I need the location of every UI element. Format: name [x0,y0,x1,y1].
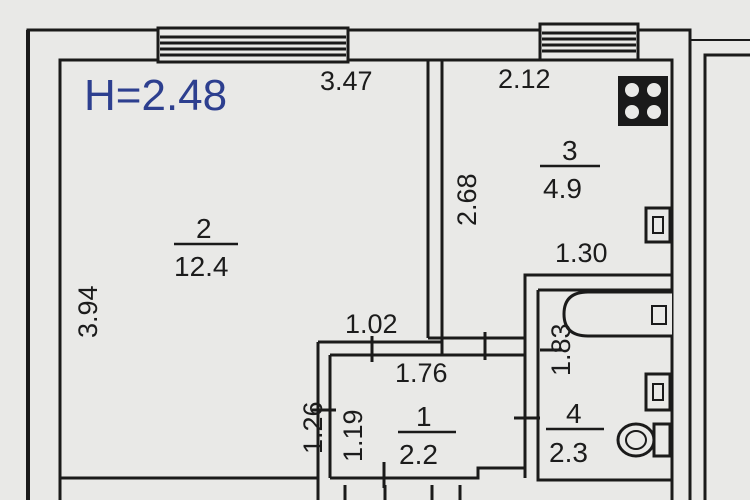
room-4-area: 2.3 [549,437,588,468]
dim-room2-width: 3.47 [320,66,373,96]
sink-icon [644,206,672,244]
room-3-area: 4.9 [543,173,582,204]
washbasin-icon [644,372,672,412]
dimension-ticks [312,332,562,488]
room-4-number: 4 [566,398,582,429]
room-1-number: 1 [416,401,432,432]
interior-walls [60,60,672,500]
dim-bath-width: 1.30 [555,238,608,268]
toilet-icon [616,422,672,458]
dim-kitchen-depth: 2.68 [452,173,482,226]
outer-walls [26,28,750,500]
dim-hall-depth: 1.19 [338,409,368,462]
window-kitchen [538,22,640,62]
room-fraction-lines [174,164,604,434]
room-1-area: 2.2 [399,439,438,470]
room-2-area: 12.4 [174,251,229,282]
dim-hall-width: 1.76 [395,358,448,388]
dim-kitchen-width: 2.12 [498,64,551,94]
stove-icon [618,76,668,126]
window-room2 [156,26,350,64]
ceiling-height-label: H=2.48 [84,71,227,120]
dim-hall-left: 1.26 [298,401,328,454]
room-3-number: 3 [562,135,578,166]
dim-hall-top-left: 1.02 [345,309,398,339]
dim-room2-depth: 3.94 [73,285,103,338]
dim-bath-depth: 1.83 [546,323,576,376]
room-2-number: 2 [196,213,212,244]
bathtub-icon [562,290,672,338]
